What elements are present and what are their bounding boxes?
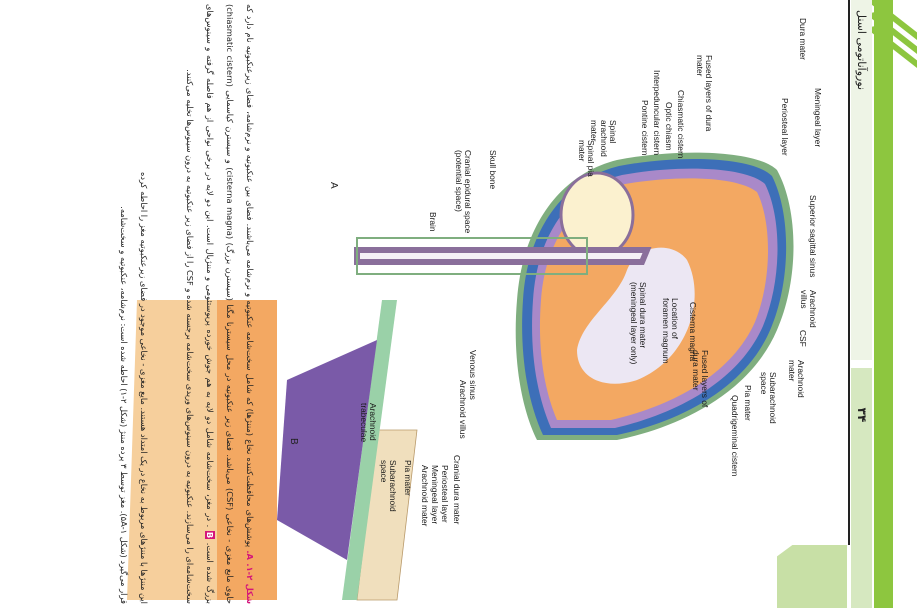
label-arachnoid-mater-b: Arachnoid mater — [420, 465, 430, 527]
panel-a-letter: A — [328, 182, 339, 189]
figure-number: شکل ۲-۱. A. — [245, 550, 255, 605]
label-arachnoid-villus-b: Arachnoid villus — [458, 380, 468, 439]
label-meningeal-layer-b: Meningeal layer — [430, 465, 440, 525]
label-brain: Brain — [428, 212, 438, 232]
label-location-foramen-magnum: Location of foramen magnum — [660, 298, 680, 364]
label-periosteal-layer-b: Periosteal layer — [440, 465, 450, 523]
corner-thumb-tab — [777, 545, 847, 608]
body-paragraph: این مننژها با مننژهای مربوط به نخاع در ی… — [114, 4, 154, 604]
label-subarachnoid-space-b: Subarachnoid space — [378, 460, 398, 512]
label-spinal-dura-mater: Spinal dura mater (meningeal layer only) — [628, 282, 648, 365]
caption-text-2: . در مغز، سخت‌شامه شامل دو لایه به هم جو… — [185, 4, 215, 604]
panel-b-letter: B — [288, 438, 299, 445]
running-head-book-title: نوروآناتومی اسنل — [855, 10, 868, 91]
label-cranial-dura-mater: Cranial dura mater — [452, 455, 462, 525]
label-csf: CSF — [798, 330, 808, 347]
figure-caption: شکل ۲-۱. A. پوشش‌های محافظت‌کننده نخاع (… — [180, 4, 260, 604]
label-arachnoid-mater: Arachnoid mater — [786, 360, 806, 398]
label-quadrigeminal-cistern: Quadrigeminal cistern — [730, 395, 740, 477]
cerebellum — [559, 171, 635, 259]
label-periosteal-layer: Periosteal layer — [780, 98, 790, 156]
label-interpeduncular-cistern: Interpeduncular cistern — [652, 70, 662, 156]
header-rule — [848, 0, 850, 545]
spinal-cord — [354, 247, 652, 265]
arachnoid-purple-layer — [532, 168, 778, 428]
label-skull-bone: Skull bone — [488, 150, 498, 190]
label-cranial-epidural-space: Cranial epidural space (potential space) — [453, 150, 473, 234]
label-venous-sinus: Venous sinus — [468, 350, 478, 400]
page-number: ۳۴ — [855, 407, 869, 423]
label-spinal-pia-mater: Spinal pia mater — [576, 140, 596, 177]
header-accent-strip — [874, 0, 893, 608]
cerebrum — [539, 178, 768, 420]
label-pontine-cistern: Pontine cistern — [640, 100, 650, 156]
figure-b-marker: B — [205, 530, 215, 540]
label-optic-chiasm: Optic chiasm — [664, 102, 674, 151]
label-pia-mater-b: Pia mater — [403, 460, 413, 496]
label-arachnoid-trabeculae: Arachnoid trabeculae — [358, 403, 378, 443]
label-fused-layers-top: Fused layers of dura mater — [694, 55, 714, 132]
label-subarachnoid-space: Subarachnoid space — [758, 372, 778, 424]
label-dura-mater: Dura mater — [798, 18, 808, 60]
panel-a-illustration — [354, 152, 794, 440]
label-meningeal-layer: Meningeal layer — [813, 88, 823, 148]
body-text-2: قرار می‌گیرد (شکل ۵A-۱). مغز توسط ۳ پرده… — [119, 206, 129, 604]
spinal-meninges — [356, 237, 588, 275]
label-superior-sagittal-sinus: Superior sagittal sinus — [808, 195, 818, 278]
label-cisterna-magna: Cisterna magna — [688, 302, 698, 362]
label-pia-mater: Pia mater — [743, 385, 753, 421]
body-text-1: این مننژها با مننژهای مربوط به نخاع در ی… — [139, 171, 149, 604]
label-chiasmatic-cistern: Chiasmatic cistern — [676, 90, 686, 159]
